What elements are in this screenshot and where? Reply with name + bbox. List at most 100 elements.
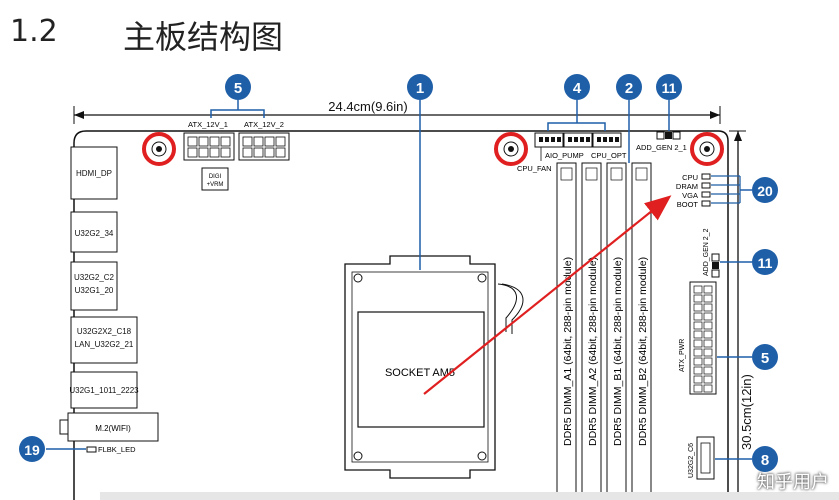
svg-text:20: 20 (757, 183, 773, 199)
callout-19 (19, 436, 45, 462)
add-gen-2-1-header: ADD_GEN 2_1 11 (636, 74, 687, 152)
connector-pin (220, 136, 231, 147)
bottom-band (100, 492, 839, 500)
m2-wifi-label: M.2(WIFI) (95, 424, 131, 433)
callout-1 (407, 74, 433, 100)
connector-pin (275, 136, 286, 147)
callout-20 (752, 177, 778, 203)
dimm-b1-label: DDR5 DIMM_B1 (64bit, 288-pin module) (612, 257, 624, 446)
svg-text:5: 5 (234, 80, 242, 97)
led-dram-label: DRAM (676, 182, 698, 191)
connector-pin (198, 136, 209, 147)
power-pin (693, 339, 703, 348)
io-lan-label: LAN_U32G2_21 (75, 340, 134, 349)
flbk-led-label: FLBK_LED (98, 445, 136, 454)
power-pin (693, 321, 703, 330)
red-annotation-arrow (423, 195, 672, 395)
svg-text:2: 2 (625, 80, 633, 97)
connector-pin (253, 136, 264, 147)
power-pin (703, 330, 713, 339)
callout-11-top (656, 74, 682, 100)
power-pin (693, 285, 703, 294)
svg-text:1: 1 (416, 80, 424, 97)
io-hdmi-label: HDMI_DP (76, 169, 112, 178)
led-boot-label: BOOT (677, 200, 699, 209)
connector-pin (253, 147, 264, 158)
power-pin (693, 312, 703, 321)
socket-label: SOCKET AM5 (385, 367, 455, 379)
u32g2-c6-header: U32G2_C6 8 (688, 436, 778, 480)
dimm-a1-label: DDR5 DIMM_A1 (64bit, 288-pin module) (562, 257, 574, 446)
u32g2-c6-label: U32G2_C6 (688, 443, 695, 478)
power-pin (703, 384, 713, 393)
power-pin (703, 348, 713, 357)
atx-pwr-label: ATX_PWR (679, 339, 686, 372)
atx-12v-1-label: ATX_12V_1 (188, 120, 228, 129)
power-pin (693, 384, 703, 393)
io-u32g2-34-label: U32G2_34 (75, 229, 114, 238)
connector-pin (198, 147, 209, 158)
cpu-socket: SOCKET AM5 1 (344, 74, 524, 479)
callout-4: 4 (547, 74, 606, 131)
atx-power-connector: ATX_PWR 5 (679, 281, 778, 395)
connector-pin (242, 147, 253, 158)
svg-text:11: 11 (758, 255, 773, 271)
fan-headers: AIO_PUMP CPU_OPT CPU_FAN (517, 132, 627, 173)
power-pin (693, 303, 703, 312)
cpu-fan-label: CPU_FAN (517, 164, 552, 173)
page-title: 主板结构图 (123, 18, 284, 56)
callout-8 (752, 446, 778, 472)
connector-pin (209, 147, 220, 158)
mounting-holes (142, 132, 724, 166)
rear-io-panel: HDMI_DP U32G2_34 U32G2_C2 U32G1_20 U32G2… (69, 146, 139, 409)
svg-text:11: 11 (662, 80, 677, 96)
io-u32g2x2-c18-label: U32G2X2_C18 (77, 327, 132, 336)
connector-pin (220, 147, 231, 158)
add-gen-2-2-label: ADD_GEN 2_2 (703, 228, 710, 276)
callout-11-right (752, 249, 778, 275)
io-u32g1-1011-label: U32G1_1011_2223 (69, 386, 139, 395)
led-vga-label: VGA (682, 191, 698, 200)
led-cpu-label: CPU (682, 173, 698, 182)
cpu-opt-label: CPU_OPT (591, 151, 627, 160)
callout-5-top: 5 (210, 74, 265, 118)
dimm-slots: DDR5 DIMM_A1 (64bit, 288-pin module) DDR… (556, 162, 652, 500)
connector-pin (242, 136, 253, 147)
add-gen-2-1-label: ADD_GEN 2_1 (636, 143, 687, 152)
flbk-led: FLBK_LED 19 (19, 436, 136, 462)
atx-12v-connectors: ATX_12V_1 ATX_12V_2 DIGI +VRM (183, 120, 290, 191)
vrm-label: +VRM (207, 182, 224, 188)
callout-5-right (752, 344, 778, 370)
power-pin (703, 339, 713, 348)
power-pin (703, 366, 713, 375)
io-u32g1-20-label: U32G1_20 (75, 286, 114, 295)
power-pin (703, 321, 713, 330)
power-pin (703, 285, 713, 294)
connector-pin (275, 147, 286, 158)
power-pin (693, 294, 703, 303)
height-label: 30.5cm(12in) (739, 374, 754, 450)
add-gen-2-2-header: ADD_GEN 2_2 11 (703, 228, 778, 278)
atx-12v-2-label: ATX_12V_2 (244, 120, 284, 129)
aio-pump-label: AIO_PUMP (545, 151, 584, 160)
section-number: 1.2 (10, 14, 58, 49)
connector-pin (187, 136, 198, 147)
power-pin (693, 375, 703, 384)
dimm-b2-label: DDR5 DIMM_B2 (64bit, 288-pin module) (637, 257, 649, 446)
connector-pin (264, 136, 275, 147)
power-pin (703, 357, 713, 366)
power-pin (693, 348, 703, 357)
watermark: 知乎用户 (757, 472, 829, 493)
width-dimension: 24.4cm(9.6in) (73, 99, 721, 124)
board-outline (73, 130, 729, 500)
width-label: 24.4cm(9.6in) (328, 99, 407, 114)
io-u32g2-c2-label: U32G2_C2 (74, 273, 115, 282)
power-pin (693, 330, 703, 339)
svg-text:8: 8 (761, 452, 769, 469)
power-pin (693, 366, 703, 375)
svg-text:5: 5 (761, 350, 769, 367)
svg-text:19: 19 (24, 442, 40, 458)
digi-label: DIGI (209, 174, 222, 180)
